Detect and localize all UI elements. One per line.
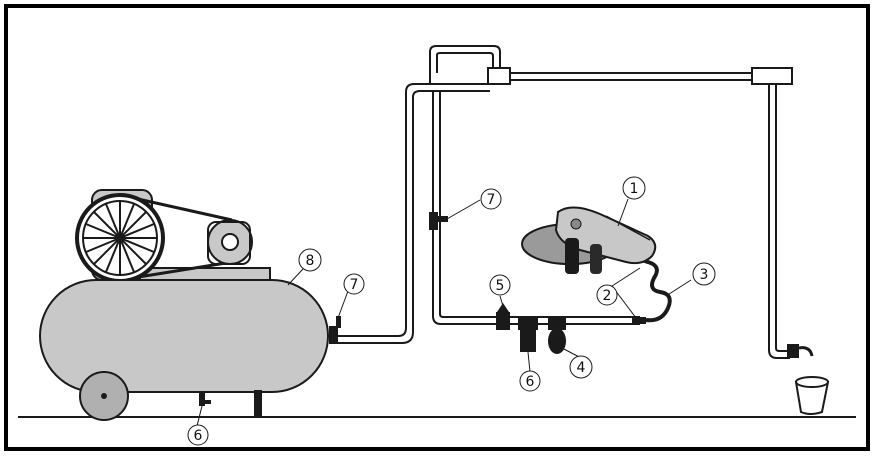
air-piping <box>338 45 790 359</box>
angle-grinder-icon <box>521 206 657 274</box>
svg-text:2: 2 <box>603 288 612 304</box>
callout-hose: 3 <box>692 262 716 286</box>
tank-drain-valve-icon <box>199 392 211 406</box>
callout-tank-outlet-valve: 7 <box>343 273 365 295</box>
svg-text:7: 7 <box>350 277 359 293</box>
svg-text:5: 5 <box>496 278 505 294</box>
svg-text:6: 6 <box>526 374 535 390</box>
callout-filter: 6 <box>519 370 541 392</box>
pipe-tee-right <box>751 67 793 85</box>
svg-text:1: 1 <box>630 181 639 197</box>
drain-cup <box>787 344 830 415</box>
quick-connector <box>632 317 646 324</box>
air-hose <box>638 255 672 323</box>
callout-regulator: 5 <box>489 274 511 296</box>
callout-lubricator: 4 <box>569 355 593 379</box>
air-filter-icon <box>518 316 538 352</box>
leader-lines <box>196 198 692 427</box>
pipe-tee-left <box>487 67 511 85</box>
callout-tank: 8 <box>298 248 322 272</box>
callout-tank-drain: 6 <box>187 424 209 446</box>
lubricator-icon <box>548 316 566 354</box>
flywheel-icon <box>75 193 165 283</box>
air-tank <box>39 279 329 393</box>
svg-text:4: 4 <box>577 360 586 376</box>
svg-text:6: 6 <box>194 428 203 444</box>
svg-text:7: 7 <box>487 192 496 208</box>
callout-line-valve: 7 <box>480 188 502 210</box>
air-compressor <box>39 189 341 421</box>
tank-outlet-valve-icon <box>329 316 341 344</box>
compressor-foot <box>254 390 262 417</box>
callout-connector: 2 <box>596 284 618 306</box>
callout-grinder: 1 <box>622 176 646 200</box>
diagram-frame <box>4 4 870 451</box>
pressure-regulator-icon <box>496 303 510 330</box>
svg-text:3: 3 <box>700 267 709 283</box>
svg-text:8: 8 <box>306 253 315 269</box>
line-valve-icon <box>429 212 448 230</box>
